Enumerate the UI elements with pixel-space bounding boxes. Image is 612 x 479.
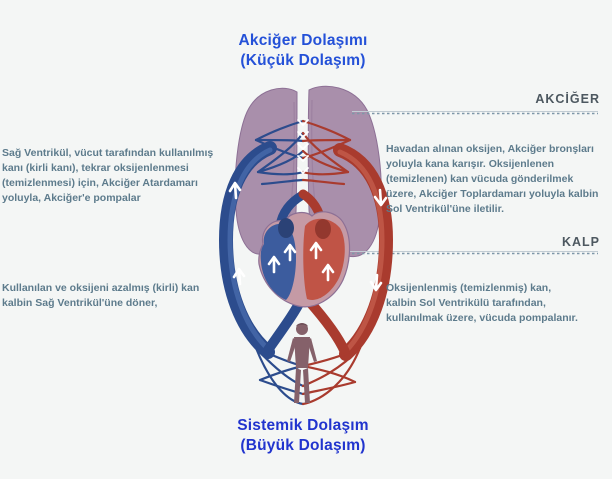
- human-figure: [287, 323, 317, 403]
- systemic-circulation-title: Sistemik Dolaşım(Büyük Dolaşım): [237, 417, 369, 454]
- mesh-flow-arrows-icon: [297, 119, 309, 174]
- annotation-oxygenation: Havadan alınan oksijen, Akciğer bronşlar…: [386, 143, 599, 215]
- vein-band: [218, 141, 277, 359]
- annotation-oxygenated-pump: Oksijenlenmiş (temizlenmiş) kan,kalbin S…: [386, 282, 578, 324]
- pulmonary-capillaries: [254, 119, 352, 186]
- lung-leader-line: [352, 111, 598, 115]
- heart: [258, 211, 351, 308]
- heart-flow-arrows-icon: [267, 241, 335, 282]
- heart-label: KALP: [561, 235, 600, 249]
- down-arrow-icon: [369, 188, 388, 292]
- annotation-deoxygenated-return: Kullanılan ve oksijeni azalmış (kirli) k…: [2, 282, 200, 309]
- artery-band: [333, 143, 394, 361]
- annotation-right-ventricle: Sağ Ventrikül, vücut tarafından kullanıl…: [2, 147, 214, 204]
- pulmonary-circulation-title: Akciğer Dolaşımı(Küçük Dolaşım): [238, 32, 368, 69]
- lung-label: AKCİĞER: [535, 92, 600, 106]
- up-arrow-icon: [228, 181, 246, 286]
